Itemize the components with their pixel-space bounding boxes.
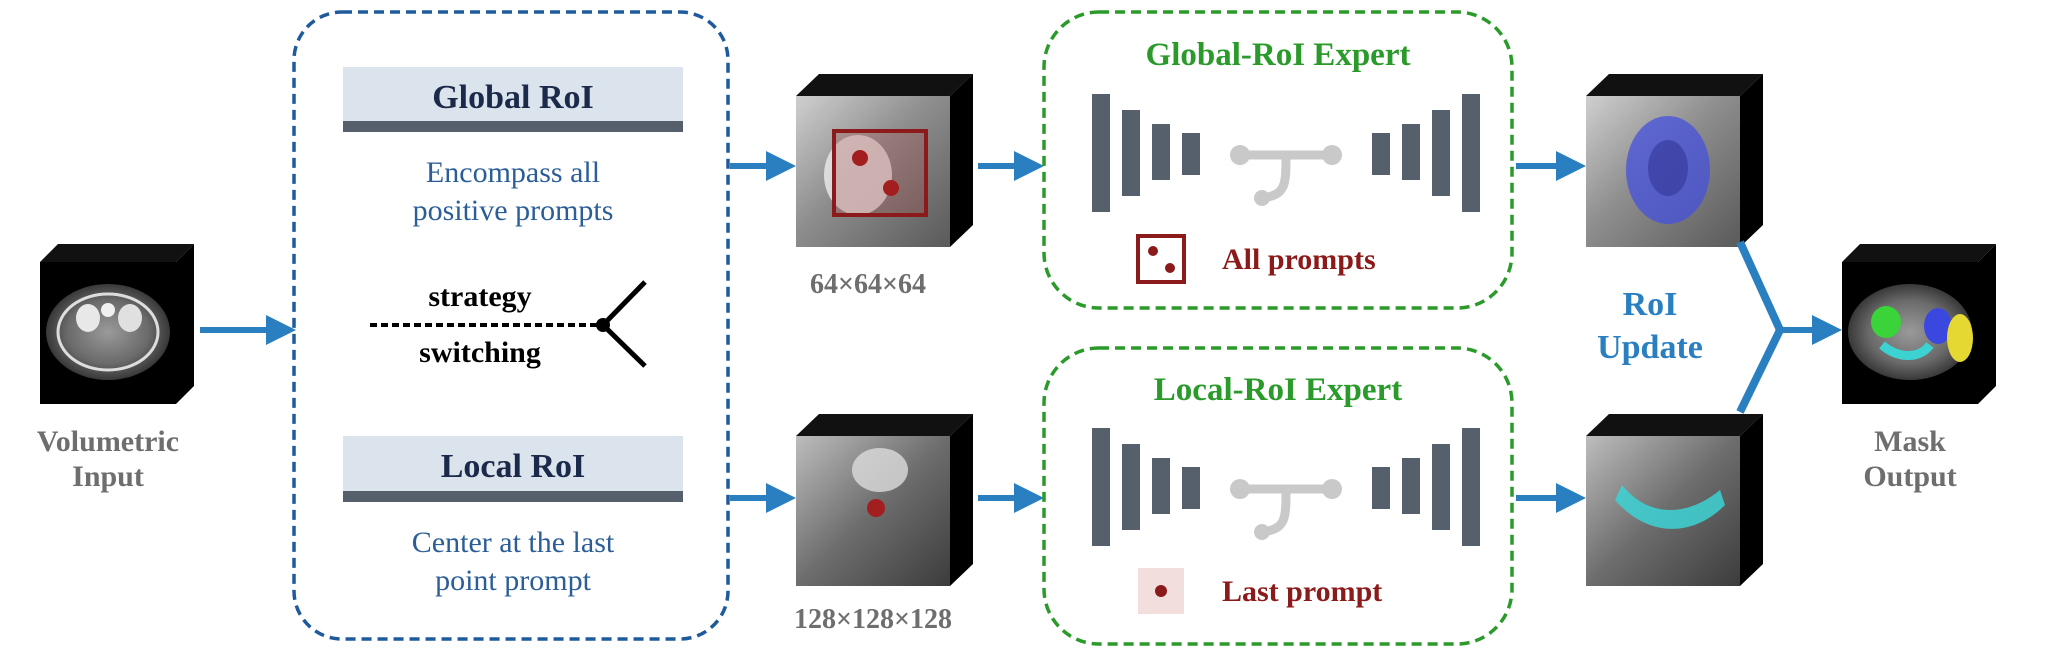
local-unet-icon [1092, 428, 1480, 546]
local-crop-side [950, 414, 973, 586]
mask-organ-cyan [1879, 341, 1934, 360]
merge-connector [1736, 240, 1842, 414]
local-crop-top [796, 414, 973, 436]
global-decoder-bar-1 [1372, 133, 1390, 175]
mask-output-cube [1842, 244, 1996, 404]
local-output-side [1740, 414, 1763, 586]
local-roi-title: Local RoI [441, 448, 586, 485]
all-prompts-dot-2 [1165, 263, 1175, 273]
cube-top-face [40, 244, 194, 262]
mask-output-label-line2: Output [1863, 460, 1956, 493]
global-encoder-bar-2 [1122, 110, 1140, 196]
global-prompt-dot-2 [883, 180, 899, 196]
local-crop-organ [852, 448, 908, 492]
global-roi-box [832, 129, 928, 217]
global-connector-path [1240, 150, 1332, 203]
global-connector-node-bottom [1254, 190, 1270, 206]
mask-organ-green [1871, 306, 1901, 338]
cube-side-face [176, 244, 194, 404]
global-unet-icon [1092, 94, 1480, 212]
mask-output-top [1842, 244, 1996, 262]
global-encoder-bar-1 [1092, 94, 1110, 212]
local-encoder-bar-3 [1152, 458, 1170, 514]
strategy-label: strategy [428, 280, 531, 313]
global-decoder-bar-4 [1462, 94, 1480, 212]
local-roi-desc-line2: point prompt [435, 564, 591, 597]
mask-output-label-line1: Mask [1874, 425, 1946, 458]
mask-organ-yellow [1947, 314, 1973, 362]
switch-symbol [370, 280, 647, 368]
global-roi-title: Global RoI [432, 79, 594, 116]
global-encoder-bar-4 [1182, 133, 1200, 175]
all-prompts-label: All prompts [1222, 243, 1376, 276]
global-output-mask-core [1648, 140, 1688, 196]
local-decoder-bar-3 [1432, 444, 1450, 530]
global-roi-desc-line1: Encompass all [426, 156, 600, 189]
all-prompts-box [1136, 234, 1186, 284]
mask-organ-blue [1924, 308, 1952, 344]
global-roi-underline [343, 121, 683, 132]
last-prompt-icon [1138, 568, 1184, 614]
volumetric-label-line1: Volumetric [37, 425, 179, 458]
last-prompt-label: Last prompt [1222, 575, 1382, 608]
local-output-top [1586, 414, 1763, 436]
local-expert-title: Local-RoI Expert [1154, 372, 1402, 408]
switch-branch-up [601, 280, 647, 327]
roi-update-line1: RoI [1623, 286, 1678, 323]
global-decoder-bar-3 [1432, 110, 1450, 196]
local-output-cube [1586, 414, 1763, 586]
local-roi-desc-line1: Center at the last [412, 526, 615, 559]
local-connector-node-bottom [1254, 524, 1270, 540]
all-prompts-icon [1136, 234, 1186, 284]
last-prompt-dot [1155, 585, 1167, 597]
local-decoder-bar-2 [1402, 458, 1420, 514]
global-output-top [1586, 74, 1763, 96]
global-expert-box [1042, 10, 1514, 310]
roi-update-line2: Update [1597, 329, 1703, 366]
local-expert-box [1042, 346, 1514, 646]
global-crop-size: 64×64×64 [810, 269, 926, 300]
global-crop-side [950, 74, 973, 247]
ct-spine [101, 303, 115, 317]
local-bottleneck-connector [1230, 479, 1342, 540]
global-roi-desc-line2: positive prompts [413, 194, 614, 227]
local-crop-cube [796, 414, 973, 586]
volumetric-input-cube [40, 244, 194, 404]
global-crop-cube [796, 74, 973, 247]
local-decoder-bar-4 [1462, 428, 1480, 546]
global-output-cube [1586, 74, 1763, 247]
local-encoder-bar-1 [1092, 428, 1110, 546]
local-prompt-dot [867, 499, 885, 517]
global-bottleneck-connector [1230, 145, 1342, 206]
local-roi-header [343, 436, 683, 494]
local-encoder-bar-2 [1122, 444, 1140, 530]
local-encoder-bar-4 [1182, 467, 1200, 509]
global-encoder-bar-3 [1152, 124, 1170, 180]
ct-kidney-right [118, 304, 142, 332]
global-expert-title: Global-RoI Expert [1146, 37, 1411, 73]
ct-slice-image [46, 284, 170, 380]
global-roi-header [343, 67, 683, 125]
ct-body-outline [56, 292, 160, 372]
global-prompt-dot-1 [852, 150, 868, 166]
global-decoder-bar-2 [1402, 124, 1420, 180]
switching-label: switching [419, 336, 541, 369]
local-connector-path [1240, 484, 1332, 537]
roi-strategy-panel [292, 10, 730, 641]
global-output-side [1740, 74, 1763, 247]
merge-branch-lower [1736, 328, 1784, 414]
mask-output-side [1978, 244, 1996, 404]
merge-branch-upper [1736, 240, 1784, 332]
switch-branch-down [601, 323, 647, 368]
local-output-mask [1615, 485, 1725, 529]
ct-kidney-left [76, 304, 100, 332]
local-decoder-bar-1 [1372, 467, 1390, 509]
local-crop-size: 128×128×128 [794, 604, 952, 635]
all-prompts-dot-1 [1148, 246, 1158, 256]
global-crop-top [796, 74, 973, 96]
local-roi-underline [343, 491, 683, 502]
volumetric-label-line2: Input [72, 460, 144, 493]
global-crop-organ [824, 135, 892, 215]
